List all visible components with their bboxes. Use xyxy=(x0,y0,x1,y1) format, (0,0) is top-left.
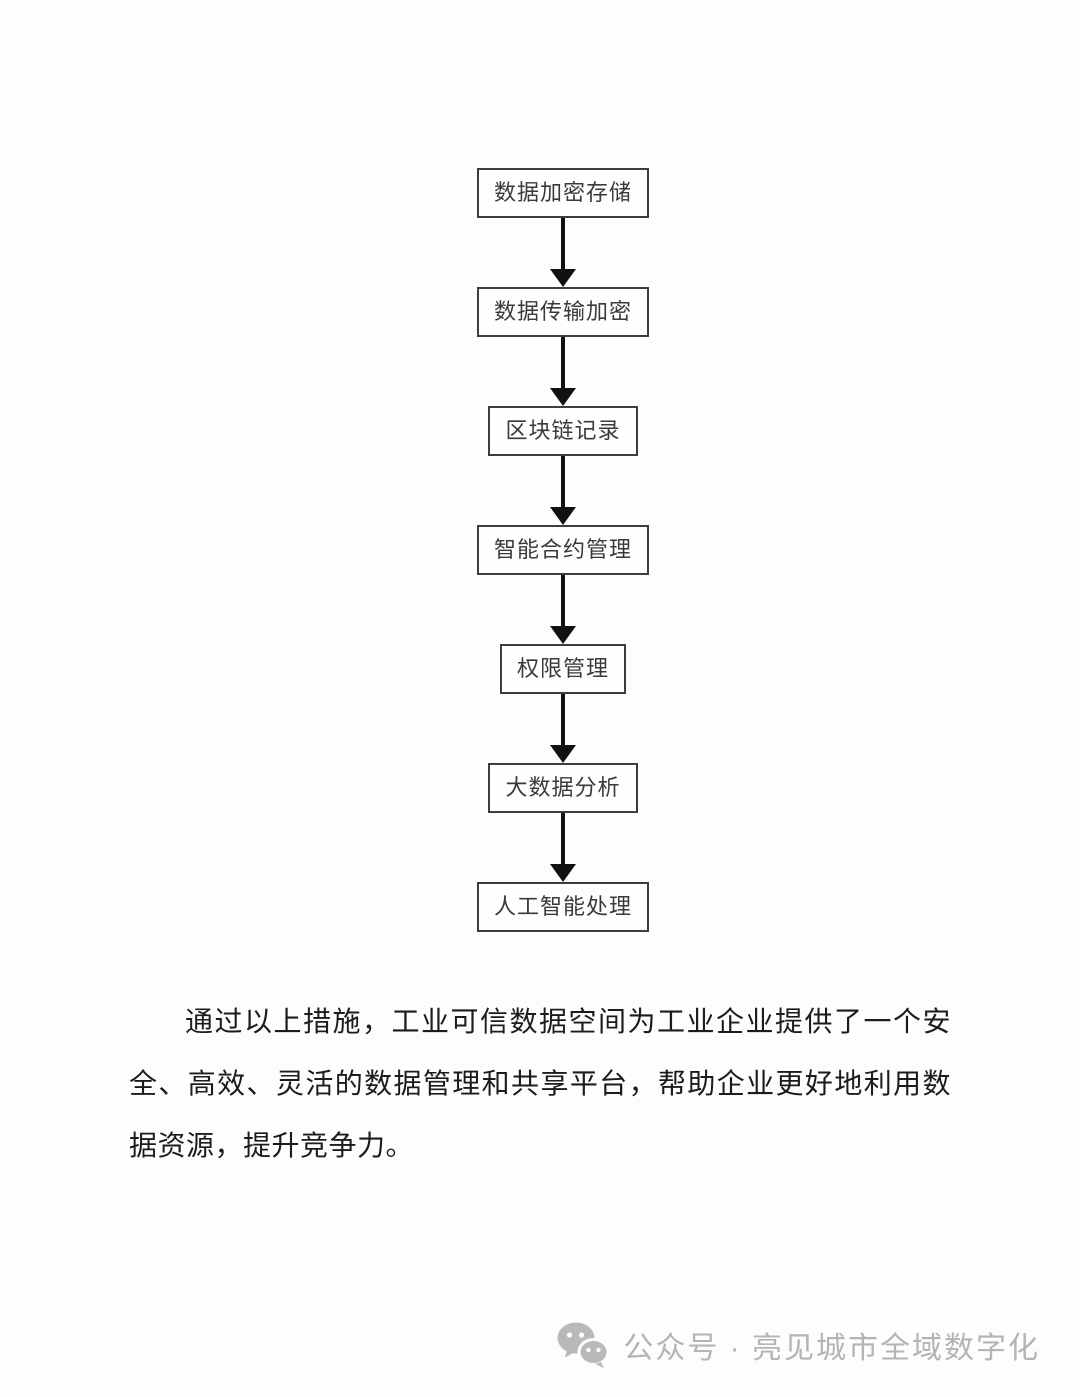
flow-node-blockchain-record: 区块链记录 xyxy=(488,406,638,456)
arrow-down-icon xyxy=(549,575,576,644)
arrow-down-icon xyxy=(549,456,576,525)
arrow-head xyxy=(549,388,576,406)
flow-node-data-transmission-encryption: 数据传输加密 xyxy=(476,287,649,337)
body-paragraph: 通过以上措施，工业可信数据空间为工业企业提供了一个安全、高效、灵活的数据管理和共… xyxy=(129,1007,951,1162)
flowchart-column: 数据加密存储 数据传输加密 区块链记录 智能合约管理 权限管理 xyxy=(476,168,649,932)
footer-watermark-label: 公众号 · 亮见城市全域数字化 xyxy=(623,1332,1040,1365)
flow-node-smart-contract-management: 智能合约管理 xyxy=(476,525,649,575)
arrow-shaft xyxy=(560,694,565,745)
arrow-down-icon xyxy=(549,218,576,287)
wechat-icon xyxy=(557,1322,610,1368)
arrow-head xyxy=(549,269,576,287)
arrow-down-icon xyxy=(549,694,576,763)
arrow-head xyxy=(549,745,576,763)
arrow-shaft xyxy=(560,218,565,269)
arrow-head xyxy=(549,626,576,644)
flowchart: 数据加密存储 数据传输加密 区块链记录 智能合约管理 权限管理 xyxy=(0,168,1080,932)
arrow-shaft xyxy=(560,456,565,507)
footer-watermark: 公众号 · 亮见城市全域数字化 xyxy=(0,1322,1080,1368)
flow-node-big-data-analysis: 大数据分析 xyxy=(488,763,638,813)
arrow-down-icon xyxy=(549,813,576,882)
flow-node-permission-management: 权限管理 xyxy=(499,644,626,694)
arrow-shaft xyxy=(560,813,565,864)
arrow-shaft xyxy=(560,337,565,388)
arrow-down-icon xyxy=(549,337,576,406)
arrow-shaft xyxy=(560,575,565,626)
flow-node-ai-processing: 人工智能处理 xyxy=(476,882,649,932)
arrow-head xyxy=(549,864,576,882)
arrow-head xyxy=(549,507,576,525)
flow-node-data-encrypted-storage: 数据加密存储 xyxy=(476,168,649,218)
